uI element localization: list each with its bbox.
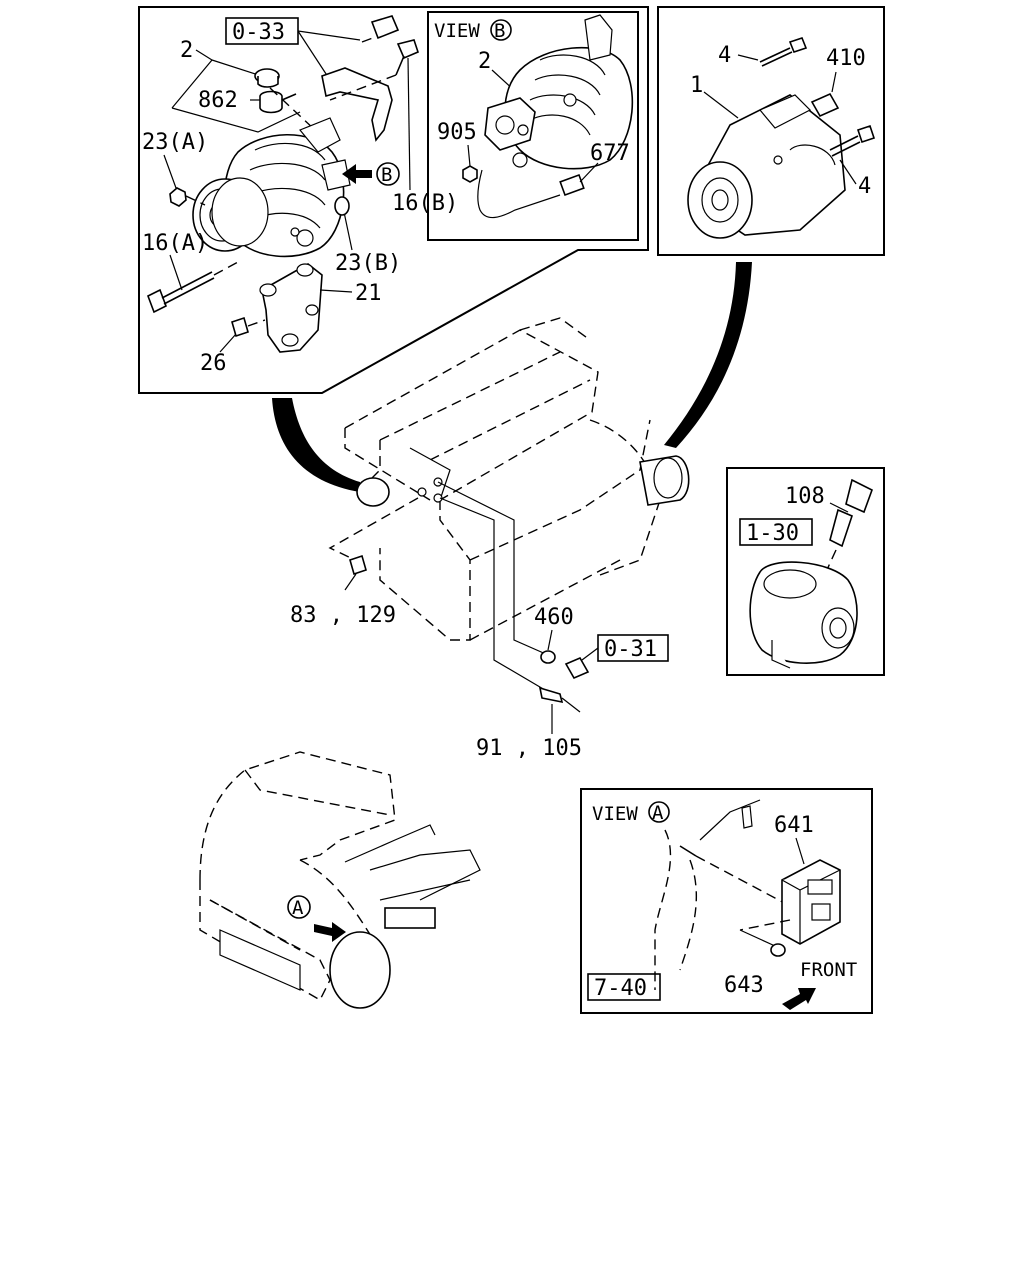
callout-curve-alternator [272, 398, 360, 492]
view-a-panel: VIEW A 641 643 FRONT 7-40 [580, 788, 873, 1014]
label-2: 2 [180, 38, 193, 63]
arrow-b-circle [376, 162, 400, 186]
nut-643 [770, 943, 786, 957]
label-460: 460 [534, 605, 574, 630]
label-front: FRONT [800, 959, 857, 981]
label-862: 862 [198, 88, 238, 113]
thermostat-housing [749, 561, 858, 669]
label-83-129: 83 , 129 [290, 603, 396, 628]
adjust-bracket [321, 67, 393, 142]
ecu-641 [781, 859, 841, 945]
view-b-nut [462, 165, 478, 183]
view-b-letter: B [494, 20, 505, 42]
truck-arrow [314, 922, 346, 942]
callout-curve-starter [664, 262, 752, 448]
label-starter-4b: 4 [858, 174, 871, 199]
label-23b: 23(B) [335, 251, 401, 276]
label-16b: 16(B) [392, 191, 458, 216]
view-b-label-677: 677 [590, 141, 630, 166]
mount-bracket-21 [259, 263, 323, 353]
truck-callout-circle [287, 895, 311, 919]
view-a-circle [648, 801, 670, 823]
view-b-arrow [342, 164, 372, 184]
alternator-drawing [192, 117, 351, 258]
view-b-label-2: 2 [478, 49, 491, 74]
label-641: 641 [774, 813, 814, 838]
alternator-rear-drawing [484, 14, 634, 170]
label-91-105: 91 , 105 [476, 736, 582, 761]
part-410 [810, 92, 840, 118]
ref-box-7-40 [587, 973, 661, 1001]
view-b-label-905: 905 [437, 120, 477, 145]
label-410: 410 [826, 46, 866, 71]
washer-23b [334, 196, 350, 216]
view-a-title: VIEW [592, 803, 638, 825]
bolt-16b-head [396, 39, 419, 60]
label-21: 21 [355, 281, 382, 306]
label-starter-1: 1 [690, 73, 703, 98]
washer-460 [540, 650, 556, 664]
label-108: 108 [785, 484, 825, 509]
truck-ecu-box [384, 907, 436, 929]
label-23a: 23(A) [142, 130, 208, 155]
view-b-connector [559, 173, 585, 197]
front-arrow [782, 988, 816, 1010]
bolt-16a [146, 288, 168, 314]
engine-pulley [356, 477, 390, 507]
nut-23a [169, 187, 187, 207]
sensor-83 [349, 554, 367, 576]
truck-drawing: A [199, 751, 481, 1009]
view-b-circle [490, 19, 512, 41]
sensor-91 [538, 686, 564, 704]
bracket-bolt [370, 15, 400, 40]
view-a-letter: A [652, 802, 664, 824]
starter-panel: 4 410 1 4 [657, 6, 885, 256]
label-ref-0-31: 0-31 [604, 637, 657, 662]
label-ref-0-33: 0-33 [232, 20, 285, 45]
label-ref-1-30: 1-30 [746, 521, 799, 546]
starter-motor-drawing [687, 94, 846, 239]
view-b-title: VIEW [434, 20, 480, 42]
plug-0-31 [564, 656, 590, 680]
label-16a: 16(A) [142, 231, 208, 256]
view-b-inset: VIEW B 2 905 6 [427, 11, 639, 241]
ref-box-1-30 [739, 518, 813, 546]
label-26: 26 [200, 351, 227, 376]
truck-label-a: A [292, 897, 304, 919]
engine-drawing [344, 317, 690, 641]
bolt-26 [231, 316, 249, 338]
label-starter-4a: 4 [718, 43, 731, 68]
arrow-b-letter: B [381, 164, 392, 186]
sensor-108 [845, 478, 873, 514]
label-ref-7-40: 7-40 [594, 976, 647, 1001]
truck-wheel [329, 931, 391, 1009]
alternator-panel: VIEW B 2 905 6 [138, 6, 649, 394]
sleeve-862 [259, 90, 283, 114]
thermostat-panel: 108 1-30 [726, 467, 885, 676]
label-643: 643 [724, 973, 764, 998]
